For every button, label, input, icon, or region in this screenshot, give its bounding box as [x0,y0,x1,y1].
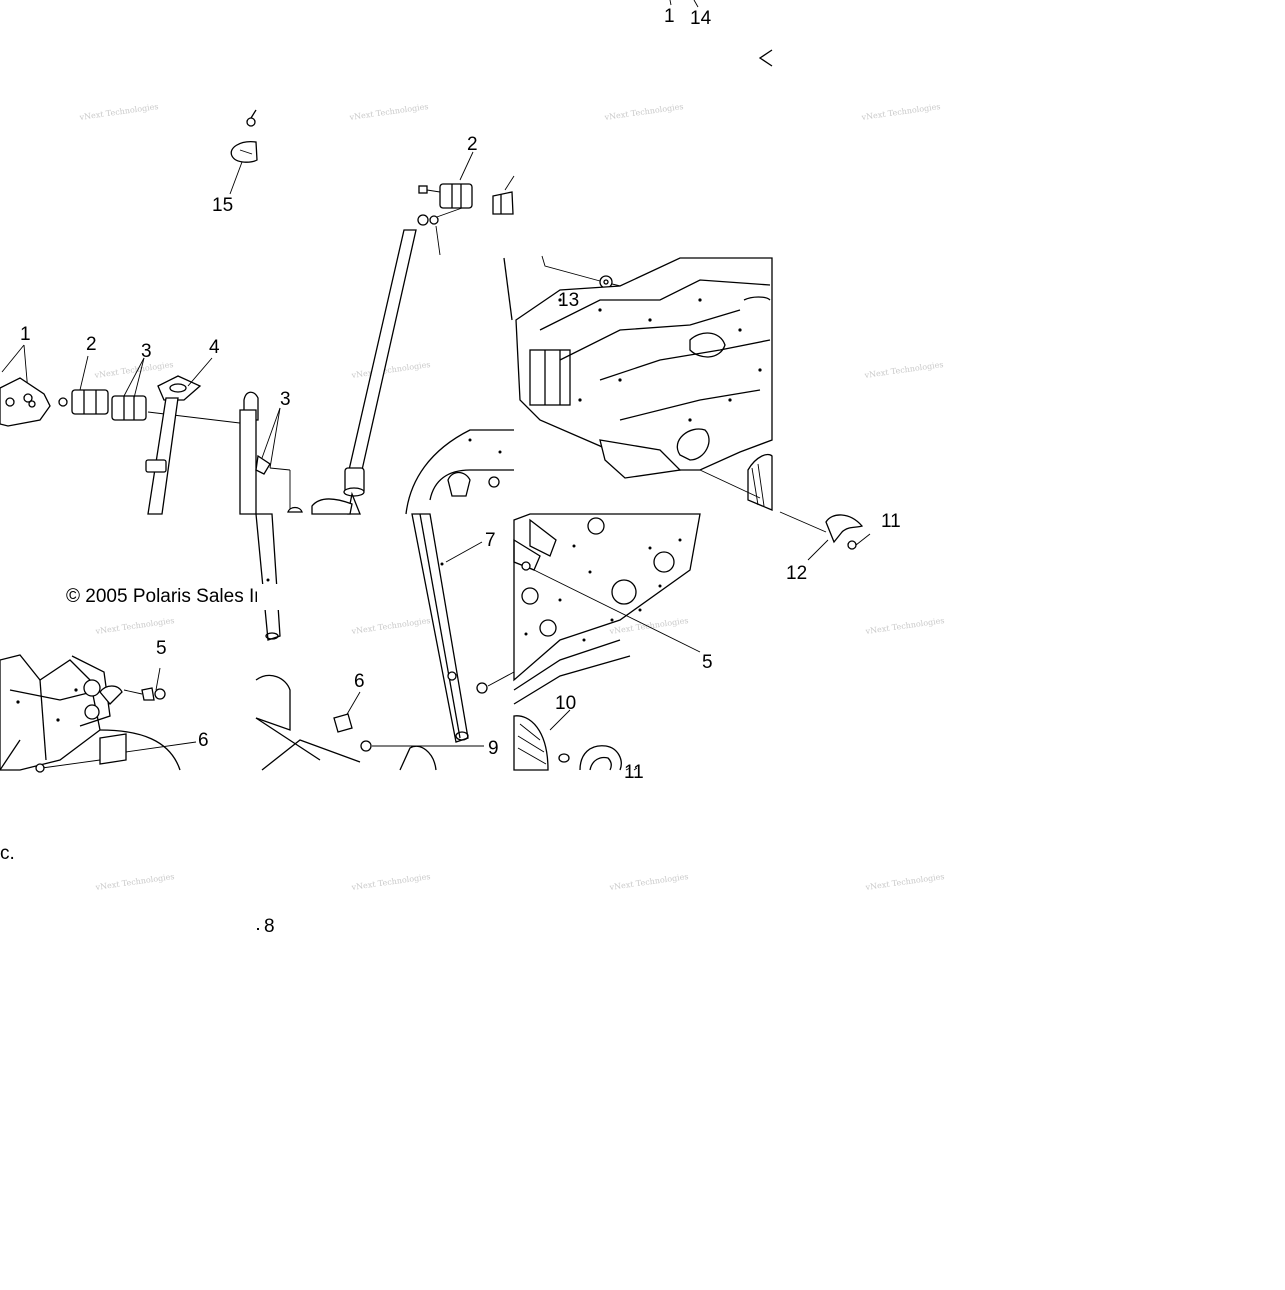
watermark: vNext Technologies [350,360,431,380]
callout-5-left: 5 [156,638,167,659]
callout-11-bottom: 11 [624,762,644,783]
callout-6-left: 6 [198,730,209,751]
copyright-notice: © 2005 Polaris Sales Inc c. [0,584,317,864]
copyright-tail: c. [0,843,15,864]
callout-5-right: 5 [702,652,713,673]
watermark: vNext Technologies [94,872,175,892]
callout-labels: 1 14 15 2 13 1 2 3 4 3 7 11 12 5 5 6 6 9… [20,6,901,937]
watermark: vNext Technologies [864,872,945,892]
callout-11-right: 11 [881,511,901,532]
callout-8: 8 [264,916,275,937]
callout-1-top: 1 [664,6,675,27]
watermark: vNext Technologies [608,872,689,892]
watermark: vNext Technologies [863,360,944,380]
callout-2-top: 2 [467,134,478,155]
callout-14: 14 [690,8,712,29]
callout-6-center: 6 [354,671,365,692]
callout-3-right: 3 [280,389,291,410]
watermark: vNext Technologies [864,616,945,636]
watermark: vNext Technologies [350,616,431,636]
watermark: vNext Technologies [350,872,431,892]
watermark: vNext Technologies [78,102,159,122]
callout-12: 12 [786,563,807,584]
watermark: vNext Technologies [860,102,941,122]
watermark-layer: vNext Technologies vNext Technologies vN… [78,102,945,892]
callout-10: 10 [555,693,576,714]
part-15-washer [229,109,258,195]
steering-column-upper [311,151,515,515]
callout-7: 7 [485,530,496,551]
watermark: vNext Technologies [348,102,429,122]
callout-4: 4 [209,337,220,358]
side-panel-section [513,511,871,771]
callout-3-left: 3 [141,341,152,362]
callout-13: 13 [558,290,579,311]
watermark: vNext Technologies [94,616,175,636]
arm-lower-section [255,513,515,771]
chassis-front-frame [503,255,773,511]
callout-2: 2 [86,334,97,355]
watermark: vNext Technologies [603,102,684,122]
top-edge-fragments [669,0,773,67]
copyright-text: © 2005 Polaris Sales Inc [66,586,274,607]
callout-15: 15 [212,195,233,216]
callout-9: 9 [488,738,499,759]
steering-bracket-assembly [0,344,249,515]
callout-1: 1 [20,324,31,345]
steering-arm [239,391,514,515]
lower-frame-mount [0,654,197,773]
